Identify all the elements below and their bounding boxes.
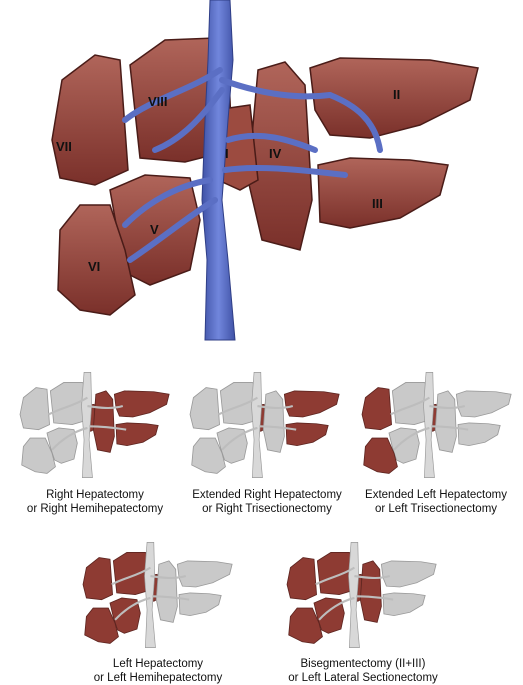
- procedure-illustration-3: [357, 365, 517, 485]
- liver-segment-diagram: VIII VII I IV II III V VI: [0, 0, 523, 350]
- segment-iii-shape: [116, 423, 158, 446]
- caption-line-2: or Right Trisectionectomy: [178, 502, 356, 516]
- segment-vii-shape: [287, 558, 316, 600]
- segment-label-i: I: [225, 146, 229, 161]
- procedure-caption-4: Left Hepatectomy or Left Hemihepatectomy: [68, 657, 248, 685]
- segment-ii-shape: [456, 391, 511, 417]
- caption-line-2: or Left Hemihepatectomy: [68, 671, 248, 685]
- procedure-illustration-2: [185, 365, 345, 485]
- caption-line-1: Left Hepatectomy: [68, 657, 248, 671]
- caption-line-2: or Right Hemihepatectomy: [5, 502, 185, 516]
- segment-ii-shape: [177, 561, 232, 587]
- segment-iii-shape: [458, 423, 500, 446]
- thumbnail-svg: [282, 535, 442, 655]
- segment-label-viii: VIII: [148, 94, 168, 109]
- procedure-illustration-1: [15, 365, 175, 485]
- segment-ii-shape: [114, 391, 169, 417]
- segment-label-iii: III: [372, 196, 383, 211]
- segment-label-v: V: [150, 222, 159, 237]
- segment-vii-shape: [83, 558, 112, 600]
- caption-line-1: Right Hepatectomy: [5, 488, 185, 502]
- segment-label-vi: VI: [88, 259, 100, 274]
- procedure-caption-3: Extended Left Hepatectomy or Left Trisec…: [351, 488, 521, 516]
- procedure-caption-1: Right Hepatectomy or Right Hemihepatecto…: [5, 488, 185, 516]
- thumbnail-svg: [357, 365, 517, 485]
- segment-iii-shape: [383, 593, 425, 616]
- segment-label-vii: VII: [56, 139, 72, 154]
- thumbnail-svg: [185, 365, 345, 485]
- segment-iv-shape: [263, 391, 284, 452]
- segment-iv-shape: [435, 391, 456, 452]
- segment-label-iv: IV: [269, 146, 282, 161]
- segment-vii-shape: [52, 55, 128, 185]
- caption-line-2: or Left Trisectionectomy: [351, 502, 521, 516]
- segment-vii-shape: [190, 388, 219, 430]
- caption-line-1: Bisegmentectomy (II+III): [268, 657, 458, 671]
- procedure-illustration-4: [78, 535, 238, 655]
- thumbnail-svg: [15, 365, 175, 485]
- segment-ii-shape: [381, 561, 436, 587]
- segment-iii-shape: [318, 158, 448, 228]
- segment-label-ii: II: [393, 87, 400, 102]
- procedure-illustration-5: [282, 535, 442, 655]
- segment-iv-shape: [156, 561, 177, 622]
- segment-iii-shape: [179, 593, 221, 616]
- procedure-caption-2: Extended Right Hepatectomy or Right Tris…: [178, 488, 356, 516]
- thumbnail-svg: [78, 535, 238, 655]
- segment-vii-shape: [362, 388, 391, 430]
- segment-vii-shape: [20, 388, 49, 430]
- segment-iii-shape: [286, 423, 328, 446]
- procedure-caption-5: Bisegmentectomy (II+III) or Left Lateral…: [268, 657, 458, 685]
- caption-line-2: or Left Lateral Sectionectomy: [268, 671, 458, 685]
- segment-ii-shape: [284, 391, 339, 417]
- caption-line-1: Extended Left Hepatectomy: [351, 488, 521, 502]
- segment-iv-shape: [360, 561, 381, 622]
- caption-line-1: Extended Right Hepatectomy: [178, 488, 356, 502]
- segment-iv-shape: [93, 391, 114, 452]
